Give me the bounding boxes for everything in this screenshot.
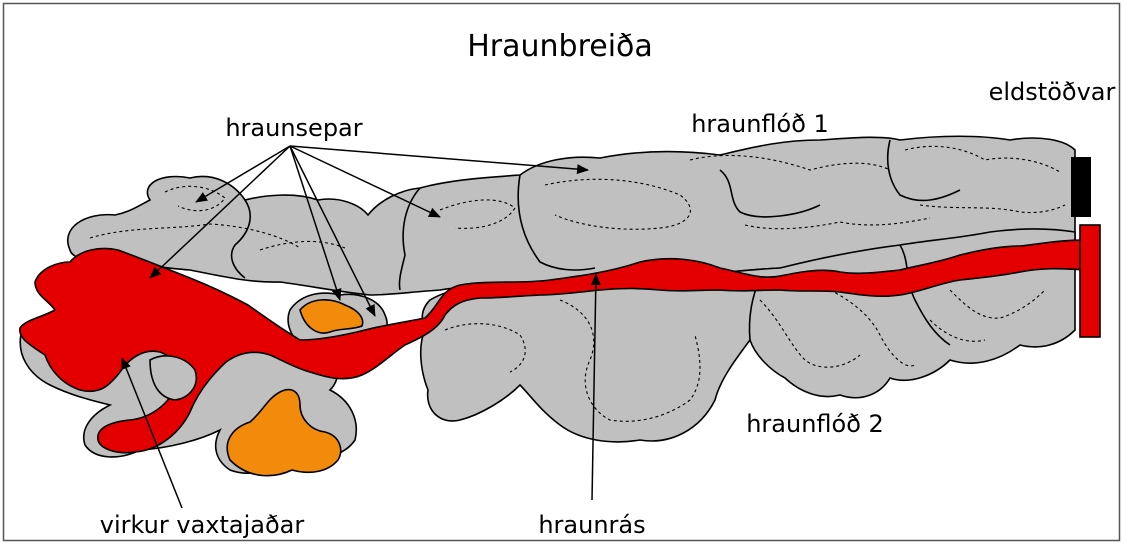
label-channel: hraunrás (538, 511, 645, 539)
vent-upper (1071, 157, 1091, 217)
label-lobes: hraunsepar (225, 114, 362, 142)
label-flow-1: hraunflóð 1 (691, 110, 829, 138)
diagram-title: Hraunbreiða (467, 29, 653, 64)
label-active-front: virkur vaxtajaðar (100, 511, 305, 539)
label-flow-2: hraunflóð 2 (746, 410, 884, 438)
vent-lower (1080, 225, 1100, 337)
label-vents: eldstöðvar (989, 78, 1116, 106)
